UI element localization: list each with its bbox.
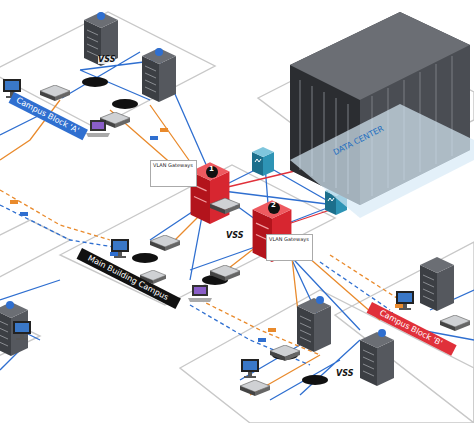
node-text: VLAN Gateways (269, 236, 310, 242)
vss-label: VSS (336, 370, 353, 378)
node-text: VLAN Gateways (153, 162, 194, 168)
vss-label: VSS (98, 56, 115, 64)
callout-number: 1 (209, 166, 214, 173)
vss-label: VSS (226, 232, 243, 240)
gateway-box: VLAN Gateways (266, 234, 313, 261)
callout-number: 2 (271, 202, 276, 209)
site-band: Campus Block 'A' (9, 92, 88, 140)
gateway-box: VLAN Gateways (150, 160, 197, 187)
